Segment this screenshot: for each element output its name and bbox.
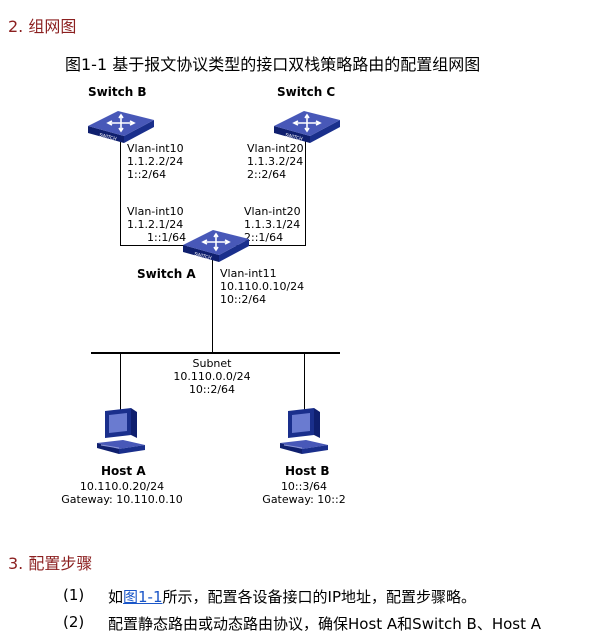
switch-a-icon-label: SWITCH (194, 251, 213, 261)
step-2-text: 配置静态路由或动态路由协议，确保Host A和Switch B、Host A (108, 615, 542, 633)
switch-b-icon: SWITCH (88, 111, 154, 143)
section-heading-steps: 3. 配置步骤 (8, 554, 93, 573)
link-b-to-a-vertical (120, 138, 121, 246)
host-b-info-label: 10::3/64 Gateway: 10::2 (262, 480, 346, 506)
switch-b-interface-label: Vlan-int10 1.1.2.2/24 1::2/64 (127, 142, 184, 181)
switch-c-icon: SWITCH (274, 111, 340, 143)
switch-a-interface-down-label: Vlan-int11 10.110.0.10/24 10::2/64 (220, 267, 305, 306)
section-heading-topology: 2. 组网图 (8, 17, 77, 36)
switch-a-interface-to-c-label: Vlan-int20 1.1.3.1/24 2::1/64 (244, 205, 301, 244)
link-c-to-a-horizontal (232, 245, 306, 246)
switch-b-icon-label: SWITCH (99, 132, 118, 142)
link-subnet-to-host-b (304, 353, 305, 413)
link-a-to-subnet (212, 258, 213, 353)
figure-1-1-link[interactable]: 图1-1 (123, 588, 163, 606)
step-1-number: (1) (63, 586, 85, 604)
subnet-bus (91, 352, 340, 354)
switch-c-interface-label: Vlan-int20 1.1.3.2/24 2::2/64 (247, 142, 304, 181)
subnet-label: Subnet 10.110.0.0/24 10::2/64 (173, 357, 251, 396)
host-a-computer-icon (97, 408, 145, 454)
switch-a-interface-to-b-label: Vlan-int10 1.1.2.1/24 1::1/64 (127, 205, 187, 244)
link-b-to-a-horizontal (120, 245, 195, 246)
link-subnet-to-host-a (120, 353, 121, 413)
step-2: (2) 配置静态路由或动态路由协议，确保Host A和Switch B、Host… (63, 613, 599, 635)
switch-a-name: Switch A (137, 267, 196, 281)
switch-a-icon: SWITCH (183, 230, 249, 262)
switch-c-icon-label: SWITCH (285, 132, 304, 142)
step-1-text-post: 所示，配置各设备接口的IP地址，配置步骤略。 (162, 588, 476, 606)
step-2-number: (2) (63, 613, 85, 631)
switch-c-name: Switch C (277, 85, 336, 99)
step-1-text-pre: 如 (108, 588, 124, 606)
host-b-name: Host B (285, 464, 330, 478)
host-a-info-label: 10.110.0.20/24 Gateway: 10.110.0.10 (61, 480, 183, 506)
host-b-computer-icon (280, 408, 328, 454)
link-c-to-a-vertical (305, 138, 306, 246)
host-a-name: Host A (101, 464, 146, 478)
figure-title: 图1-1 基于报文协议类型的接口双栈策略路由的配置组网图 (65, 55, 481, 74)
switch-b-name: Switch B (88, 85, 147, 99)
